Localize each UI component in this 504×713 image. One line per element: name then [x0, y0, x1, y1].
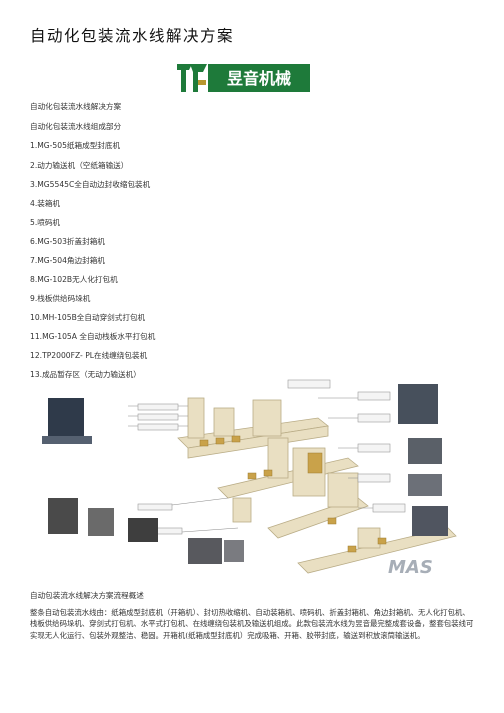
list-item: 1.MG-505纸箱成型封底机 — [30, 141, 121, 150]
list-item: 5.喷码机 — [30, 218, 61, 227]
list-item: 7.MG-504角边封箱机 — [30, 256, 105, 265]
logo-text: 昱音机械 — [227, 69, 291, 88]
list-item: 4.装箱机 — [30, 199, 61, 208]
diagram-caption: 自动包装流水线解决方案流程概述 — [30, 591, 144, 600]
diagram-watermark: MAS — [388, 557, 433, 578]
list-item: 自动化包装流水线组成部分 — [30, 122, 122, 131]
list-item: 6.MG-503折盖封箱机 — [30, 237, 105, 246]
list-item: 自动化包装流水线解决方案 — [30, 102, 122, 111]
list-item: 2.动力输送机（空纸箱输送） — [30, 161, 129, 170]
list-item: 11.MG-105A 全自动栈板水平打包机 — [30, 332, 156, 341]
production-line-diagram: MAS — [28, 378, 476, 578]
company-logo: 昱音机械 — [174, 60, 312, 96]
list-item: 8.MG-102B无人化打包机 — [30, 275, 118, 284]
list-item: 12.TP2000FZ- PL在线缠绕包装机 — [30, 351, 148, 360]
page-title: 自动化包装流水线解决方案 — [30, 27, 235, 45]
list-item: 3.MG5545C全自动边封收缩包装机 — [30, 180, 151, 189]
list-item: 13.成品暂存区（无动力输送机） — [30, 370, 141, 379]
description-paragraph: 整条自动包装流水线由：纸箱成型封底机（开箱机）、封切热收缩机、自动装箱机、喷码机… — [30, 608, 474, 640]
list-item: 9.栈板供给码垛机 — [30, 294, 91, 303]
list-item: 10.MH-105B全自动穿剑式打包机 — [30, 313, 146, 322]
